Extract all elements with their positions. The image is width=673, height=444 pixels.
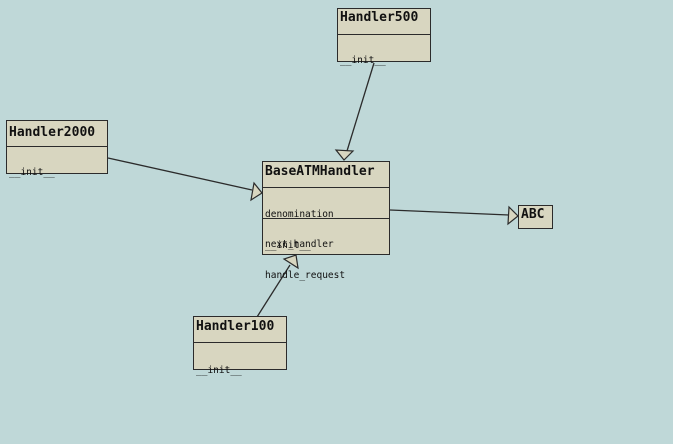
method: __init__ <box>265 240 311 251</box>
method: __init__ <box>9 167 55 178</box>
attribute: denomination <box>265 209 334 220</box>
class-abc[interactable]: ABC <box>518 205 553 229</box>
methods-section: __init__ handle_request <box>263 218 389 303</box>
class-name: ABC <box>521 207 545 222</box>
arrow-handler500-to-base <box>334 62 375 161</box>
class-base-atm-handler[interactable]: BaseATMHandler denomination next_handler… <box>262 161 390 281</box>
methods-section: __init__ <box>7 147 107 200</box>
arrow-base-to-abc <box>389 205 519 226</box>
class-name: BaseATMHandler <box>263 162 389 188</box>
methods-section: __init__ <box>194 343 286 398</box>
method: __init__ <box>340 55 386 66</box>
attributes-section: denomination next_handler <box>263 188 389 250</box>
class-handler500[interactable]: Handler500 __init__ <box>337 8 431 66</box>
method: handle_request <box>265 270 346 281</box>
class-handler2000[interactable]: Handler2000 __init__ <box>6 120 108 178</box>
class-name: Handler100 <box>194 317 286 343</box>
class-handler100[interactable]: Handler100 __init__ <box>193 316 287 376</box>
class-name: Handler2000 <box>7 121 107 147</box>
class-name: Handler500 <box>338 9 430 35</box>
arrow-handler100-to-base <box>256 254 299 318</box>
method: __init__ <box>196 365 242 376</box>
arrow-handler2000-to-base <box>107 157 263 202</box>
methods-section: __init__ <box>338 35 430 88</box>
attribute: next_handler <box>265 239 334 250</box>
